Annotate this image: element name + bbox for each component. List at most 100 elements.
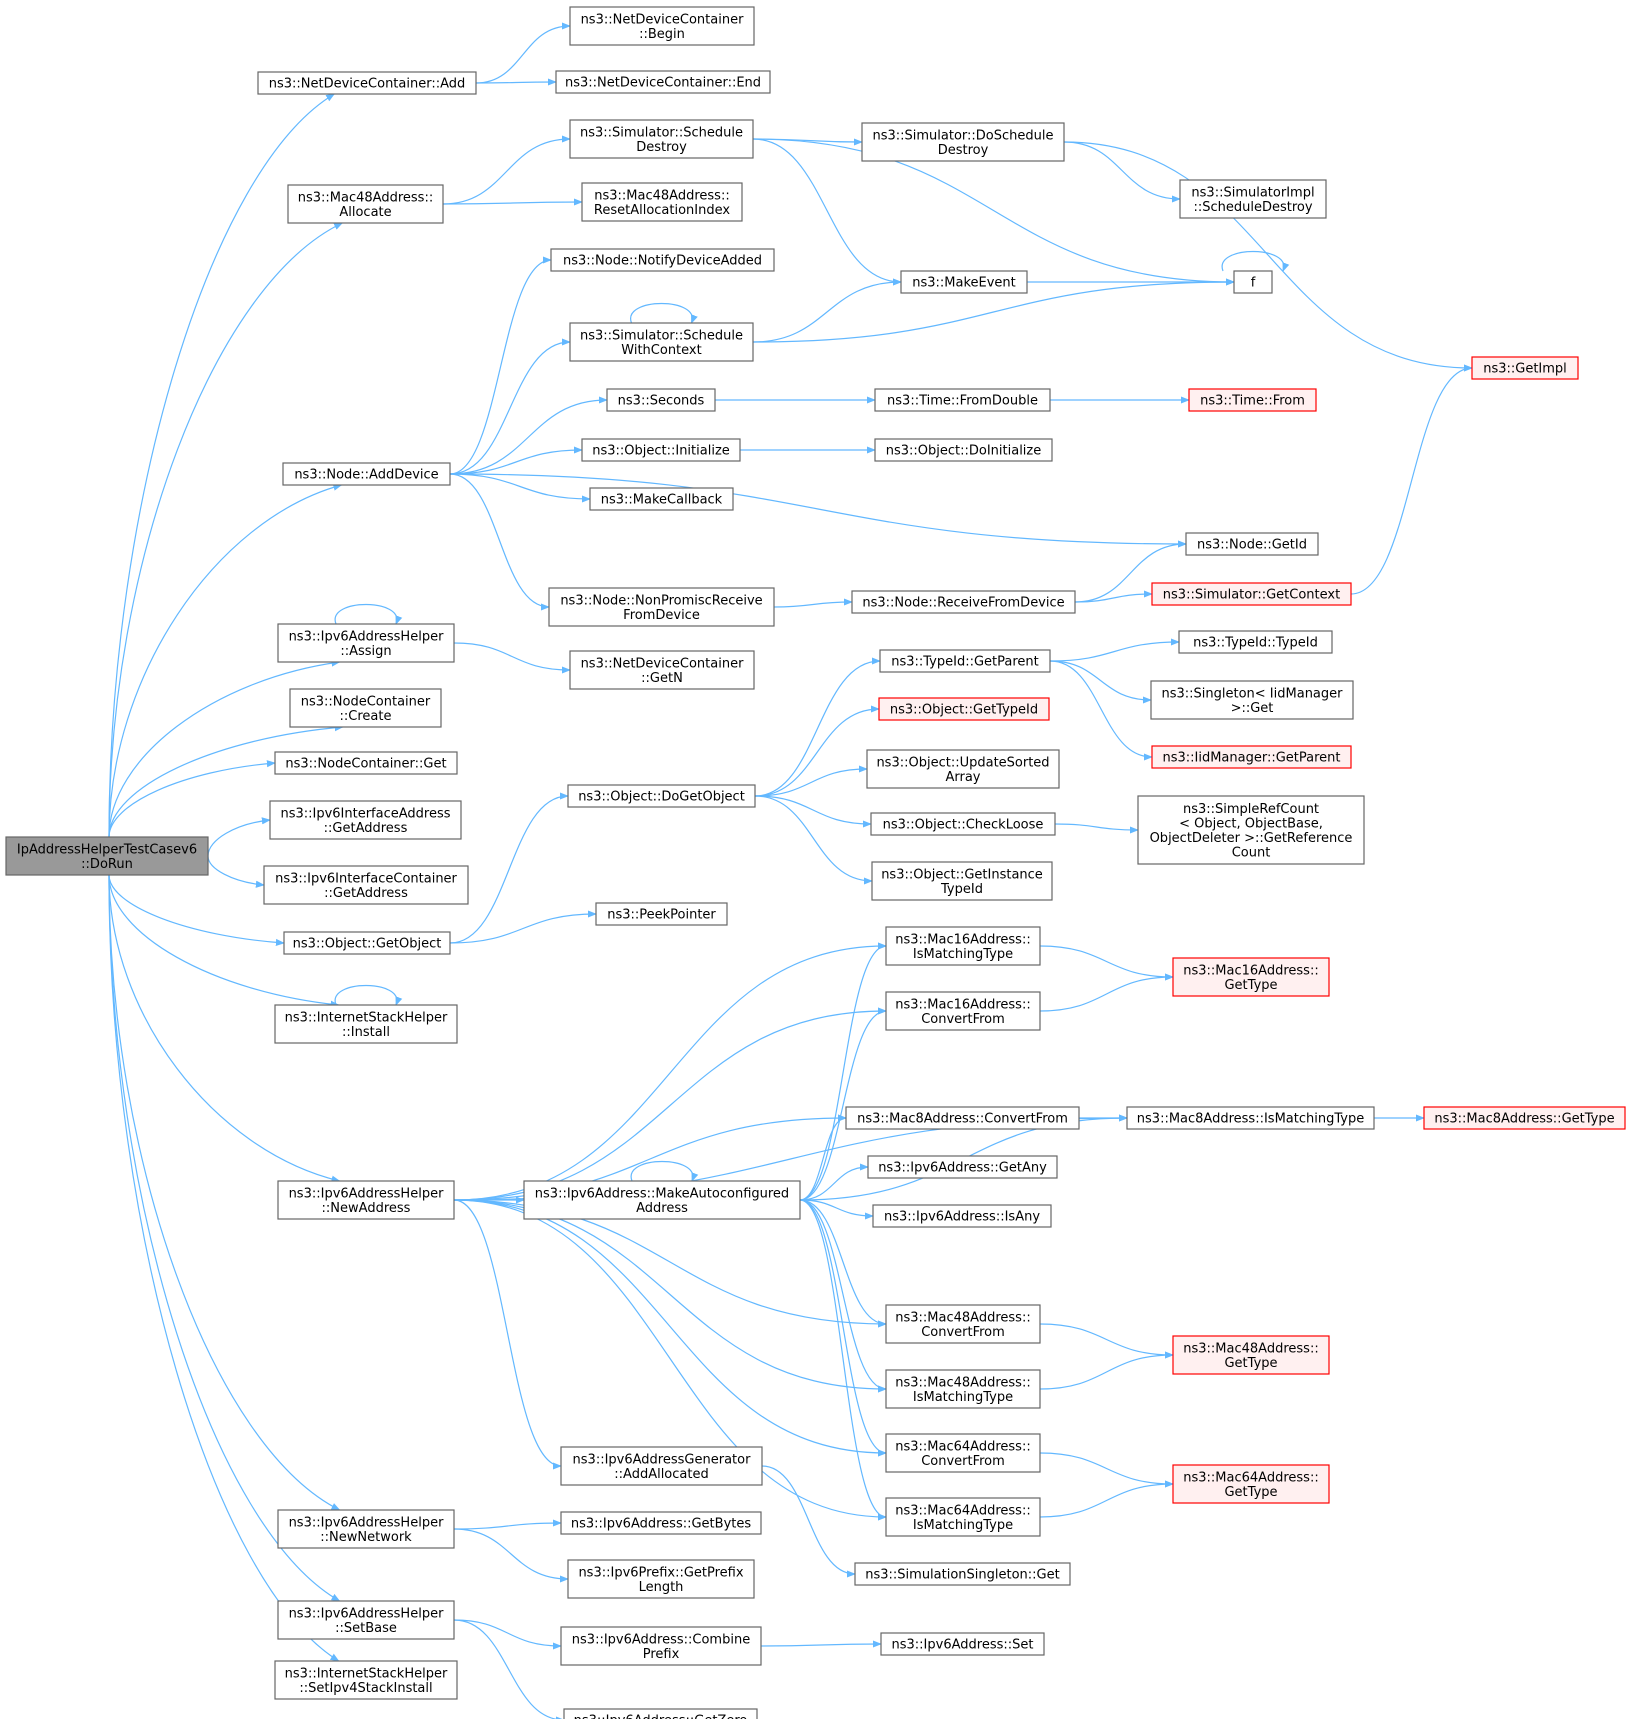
node-obj-gettypeid[interactable]: ns3::Object::GetTypeId [878,697,1050,721]
node-label: ns3::Ipv6Address::IsAny [884,1210,1040,1225]
node-node-getid[interactable]: ns3::Node::GetId [1185,532,1319,556]
node-ndc-begin[interactable]: ns3::NetDeviceContainer::Begin [569,6,755,46]
node-typeid-getparent[interactable]: ns3::TypeId::GetParent [879,649,1051,673]
node-singleton-get[interactable]: ns3::Singleton< IidManager >::Get [1150,680,1354,720]
node-label: ::NewNetwork [320,1530,412,1545]
node-ipv6-getbytes[interactable]: ns3::Ipv6Address::GetBytes [560,1511,762,1535]
node-mac48-ismatch[interactable]: ns3::Mac48Address::IsMatchingType [885,1369,1041,1409]
node-mac8-ismatch[interactable]: ns3::Mac8Address::IsMatchingType [1126,1106,1375,1130]
node-ndc-add[interactable]: ns3::NetDeviceContainer::Add [257,71,477,95]
node-ipv6ia-getaddr[interactable]: ns3::Ipv6InterfaceAddress::GetAddress [269,800,462,840]
node-mac48-gettype[interactable]: ns3::Mac48Address::GetType [1172,1335,1330,1375]
node-root[interactable]: IpAddressHelperTestCasev6::DoRun [5,836,209,876]
node-label: GetType [1224,1356,1277,1371]
node-label: ns3::MakeCallback [601,493,723,508]
node-simplerefcount[interactable]: ns3::SimpleRefCount< Object, ObjectBase,… [1137,795,1365,865]
node-sim-getctx[interactable]: ns3::Simulator::GetContext [1151,582,1352,606]
node-label: ::GetAddress [324,886,408,901]
node-obj-dogetobject[interactable]: ns3::Object::DoGetObject [567,784,756,808]
node-box [1471,356,1579,380]
node-obj-doinit[interactable]: ns3::Object::DoInitialize [874,438,1053,462]
edge-ipv6-makeauto-to-ipv6-isany [799,1199,874,1220]
node-mac16-ismatch[interactable]: ns3::Mac16Address::IsMatchingType [885,926,1041,966]
node-ipv6-makeauto[interactable]: ns3::Ipv6Address::MakeAutoconfiguredAddr… [523,1180,801,1220]
node-nc-get[interactable]: ns3::NodeContainer::Get [274,751,458,775]
node-label: ns3::Ipv6AddressHelper [289,1515,445,1530]
node-mac64-convert[interactable]: ns3::Mac64Address::ConvertFrom [885,1433,1041,1473]
node-label: ns3::Mac8Address::ConvertFrom [857,1112,1068,1127]
node-mac64-ismatch[interactable]: ns3::Mac64Address::IsMatchingType [885,1497,1041,1537]
node-mac8-convert[interactable]: ns3::Mac8Address::ConvertFrom [845,1106,1080,1130]
node-make-callback[interactable]: ns3::MakeCallback [589,487,734,511]
node-seconds[interactable]: ns3::Seconds [606,388,716,412]
node-box [257,71,477,95]
node-label: ns3::Node::NonPromiscReceive [560,593,762,608]
node-box [274,751,458,775]
node-simimpl-sched-destroy[interactable]: ns3::SimulatorImpl::ScheduleDestroy [1179,179,1327,219]
node-f[interactable]: f [1233,270,1273,294]
node-ipv6gen-addalloc[interactable]: ns3::Ipv6AddressGenerator::AddAllocated [560,1446,763,1486]
node-ipv6h-newnet[interactable]: ns3::Ipv6AddressHelper::NewNetwork [277,1509,455,1549]
node-typeid-typeid[interactable]: ns3::TypeId::TypeId [1178,630,1333,654]
node-nc-create[interactable]: ns3::NodeContainer::Create [289,688,442,728]
node-peek-pointer[interactable]: ns3::PeekPointer [595,902,728,926]
node-ish-setipv4[interactable]: ns3::InternetStackHelper::SetIpv4StackIn… [274,1660,458,1700]
node-obj-getobject[interactable]: ns3::Object::GetObject [283,931,451,955]
node-label: ns3::IidManager::GetParent [1162,751,1340,766]
node-label: ::AddAllocated [614,1467,708,1482]
node-ipv6ic-getaddr[interactable]: ns3::Ipv6InterfaceContainer::GetAddress [263,865,469,905]
edge-node-adddevice-to-seconds [449,396,608,475]
node-ipv6h-assign[interactable]: ns3::Ipv6AddressHelper::Assign [277,623,455,663]
node-ipv6-getzero[interactable]: ns3::Ipv6Address::GetZero [563,1708,758,1719]
node-ndc-getn[interactable]: ns3::NetDeviceContainer::GetN [569,650,755,690]
node-mac48-alloc[interactable]: ns3::Mac48Address::Allocate [287,184,444,224]
node-node-recv[interactable]: ns3::Node::ReceiveFromDevice [851,590,1076,614]
node-label: IsMatchingType [913,1390,1013,1405]
node-box [287,184,444,224]
node-label: ns3::NodeContainer::Get [285,757,446,772]
node-ipv6h-newaddr[interactable]: ns3::Ipv6AddressHelper::NewAddress [277,1180,455,1220]
node-sim-sched-destroy[interactable]: ns3::Simulator::ScheduleDestroy [569,119,754,159]
node-ipv6-isany[interactable]: ns3::Ipv6Address::IsAny [872,1204,1052,1228]
node-box [1137,795,1365,865]
node-ipv6-getany[interactable]: ns3::Ipv6Address::GetAny [867,1155,1058,1179]
node-node-adddevice[interactable]: ns3::Node::AddDevice [282,462,451,486]
node-ish-install[interactable]: ns3::InternetStackHelper::Install [274,1004,458,1044]
node-box [885,1433,1041,1473]
node-label: Prefix [643,1647,680,1662]
node-obj-checkloose[interactable]: ns3::Object::CheckLoose [870,812,1056,836]
node-get-impl[interactable]: ns3::GetImpl [1471,356,1579,380]
edge-ipv6h-newnet-to-ipv6prefix-getlen [453,1528,569,1583]
node-mac48-reset[interactable]: ns3::Mac48Address::ResetAllocationIndex [581,182,743,222]
node-time-fromdouble[interactable]: ns3::Time::FromDouble [874,388,1051,412]
node-time-from[interactable]: ns3::Time::From [1188,388,1317,412]
node-box [1126,1106,1375,1130]
edge-sim-do-sched-destroy-to-get-impl [1063,141,1473,372]
node-simsingleton-get[interactable]: ns3::SimulationSingleton::Get [854,1562,1071,1586]
node-ndc-end[interactable]: ns3::NetDeviceContainer::End [555,70,771,94]
edge-root-to-ipv6h-newnet [108,874,341,1511]
node-box [555,70,771,94]
edge-ipv6-makeauto-to-mac8-convert [799,1114,847,1201]
node-label: ObjectDeleter >::GetReference [1150,831,1353,846]
node-mac8-gettype[interactable]: ns3::Mac8Address::GetType [1423,1106,1626,1130]
node-mac64-gettype[interactable]: ns3::Mac64Address::GetType [1172,1464,1330,1504]
node-make-event[interactable]: ns3::MakeEvent [900,270,1028,294]
node-mac16-gettype[interactable]: ns3::Mac16Address::GetType [1172,957,1330,997]
node-node-notify[interactable]: ns3::Node::NotifyDeviceAdded [550,248,775,272]
node-ipv6-set[interactable]: ns3::Ipv6Address::Set [880,1632,1045,1656]
node-mac16-convert[interactable]: ns3::Mac16Address::ConvertFrom [885,991,1041,1031]
node-iid-getparent[interactable]: ns3::IidManager::GetParent [1151,745,1352,769]
node-label: ns3::Mac48Address:: [1183,1341,1318,1356]
node-label: ns3::Node::NotifyDeviceAdded [563,254,762,269]
node-ipv6h-setbase[interactable]: ns3::Ipv6AddressHelper::SetBase [277,1600,455,1640]
node-mac48-convert[interactable]: ns3::Mac48Address::ConvertFrom [885,1304,1041,1344]
node-obj-init[interactable]: ns3::Object::Initialize [581,438,741,462]
